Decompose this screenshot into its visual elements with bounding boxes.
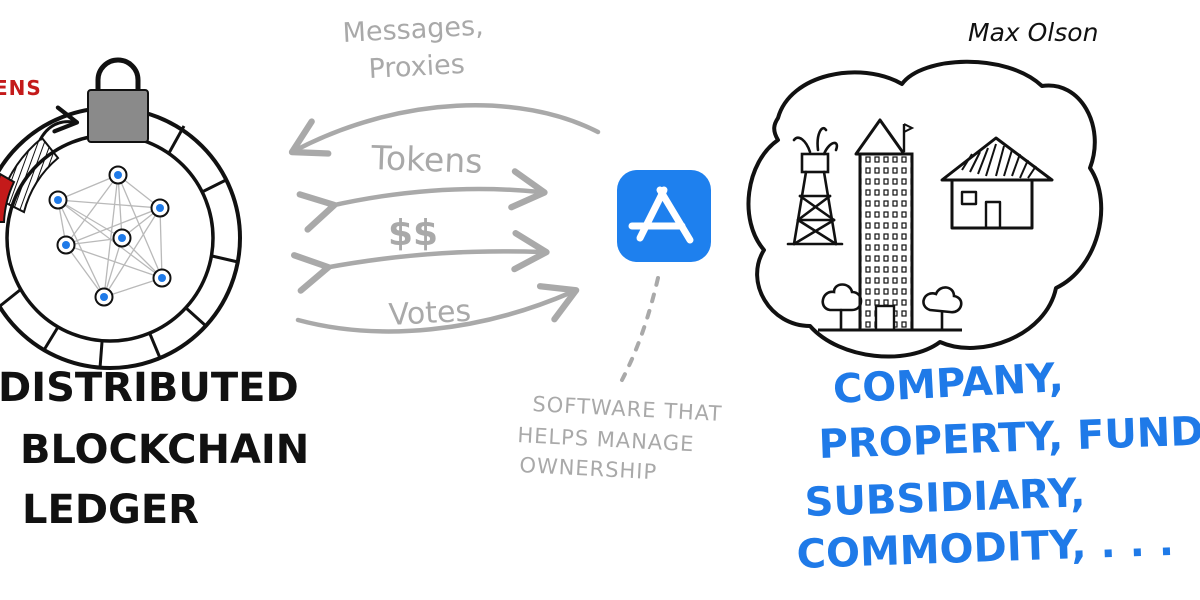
- asset-cloud: [746, 59, 1104, 359]
- tree-icon: [821, 283, 963, 332]
- node-network: [48, 165, 172, 307]
- votes-arrow: [295, 283, 580, 334]
- tokens-label: Tokens: [370, 138, 484, 181]
- author-signature: Max Olson: [968, 18, 1099, 47]
- app-store-icon: [617, 170, 711, 262]
- lock-icon: [87, 57, 149, 143]
- proxies-label: Proxies: [367, 48, 466, 85]
- votes-label: Votes: [387, 293, 472, 333]
- dollars-label: $$: [388, 213, 439, 254]
- messages-label: Messages,: [341, 10, 485, 49]
- dotted-connector: [620, 276, 660, 382]
- house-icon: [940, 136, 1054, 230]
- tokens-label-red: ENS: [0, 76, 42, 100]
- messages-arrow: [288, 103, 601, 157]
- dollars-arrow: [291, 229, 550, 294]
- tokens-arrow: [296, 168, 548, 233]
- ledger-caption-line-2: BLOCKCHAIN: [20, 427, 310, 473]
- assets-caption-line-3: SUBSIDIARY,: [803, 470, 1087, 526]
- skyscraper-icon: [818, 118, 962, 332]
- oil-tower-icon: [786, 127, 844, 246]
- ledger-caption-line-1: DISTRIBUTED: [0, 365, 299, 411]
- ledger-caption-line-3: LEDGER: [22, 487, 199, 533]
- assets-caption-line-1: COMPANY,: [831, 354, 1065, 413]
